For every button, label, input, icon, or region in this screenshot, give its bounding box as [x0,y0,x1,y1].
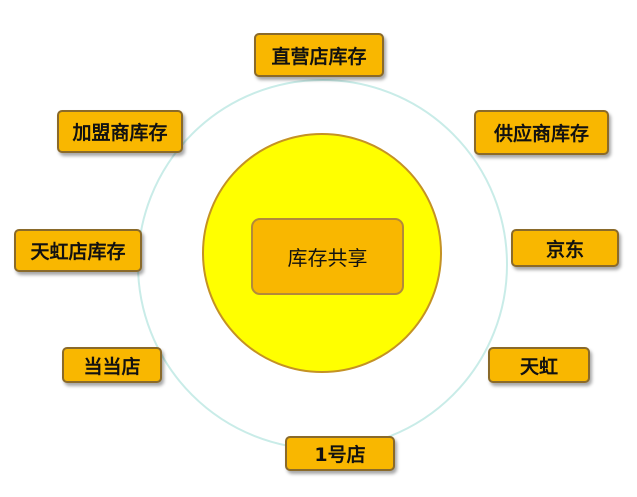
node-yihaodian-store: 1号店 [285,436,395,471]
center-node: 库存共享 [251,218,404,295]
node-dangdang-store: 当当店 [62,347,162,383]
node-supplier-inventory: 供应商库存 [474,110,609,155]
node-jingdong: 京东 [511,229,619,267]
node-tianhong-store-inventory: 天虹店库存 [14,229,142,272]
node-direct-store-inventory: 直营店库存 [254,33,384,77]
node-franchisee-inventory: 加盟商库存 [57,110,183,153]
node-tianhong: 天虹 [488,347,590,383]
